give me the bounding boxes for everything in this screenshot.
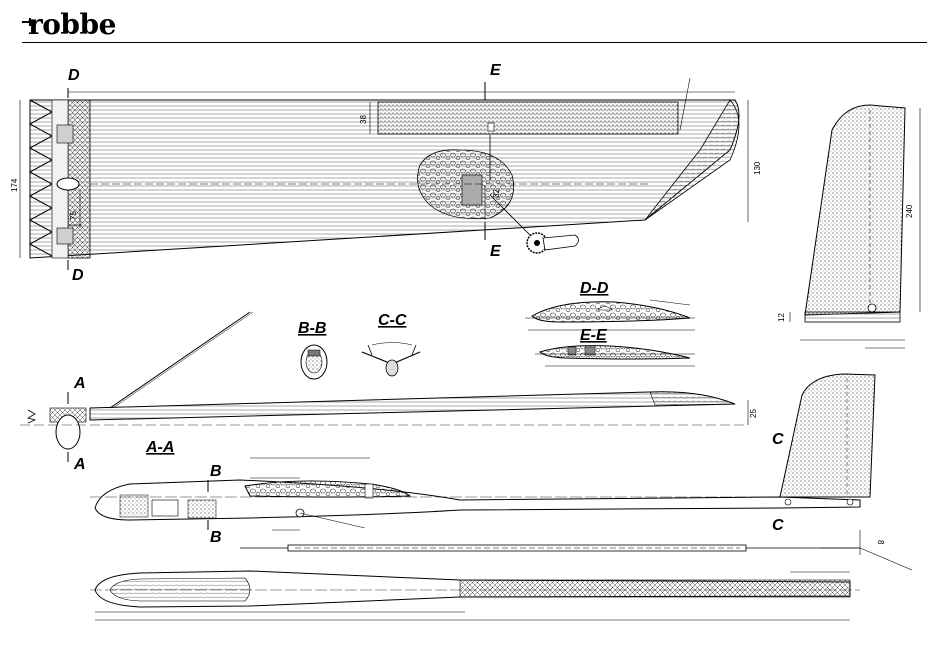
dim-wing-root-chord: 174 [10, 178, 19, 192]
dim-rudder-width: 12 [777, 313, 786, 322]
dim-servo-offset: 32 [492, 189, 501, 198]
section-c-bottom-label: C [772, 517, 784, 534]
section-aa-label: A-A [145, 439, 174, 456]
section-cc-tail [362, 343, 420, 377]
wing-plan-view [20, 78, 748, 270]
section-c-top-label: C [772, 431, 784, 448]
section-ee-airfoil [535, 346, 695, 366]
fuselage-plan-view [90, 571, 860, 620]
fuselage-side-view [90, 458, 860, 530]
section-bb-fuselage [301, 345, 327, 379]
fuselage-top-view [20, 312, 748, 462]
section-e-top-label: E [490, 62, 502, 79]
section-dd-label: D-D [580, 280, 609, 297]
fin-plan-view [790, 105, 920, 348]
section-b-bottom-label: B [210, 529, 222, 546]
section-d-bottom-label: D [72, 267, 84, 284]
fin-side-view [780, 374, 875, 497]
dim-wing-tip-chord: 130 [753, 161, 762, 175]
dim-fin-height: 240 [905, 204, 914, 218]
dim-tail-height: 25 [749, 409, 758, 418]
section-b-top-label: B [210, 463, 222, 480]
section-e-bottom-label: E [490, 243, 502, 260]
section-d-top-label: D [68, 67, 80, 84]
dim-rod: 8 [876, 540, 885, 545]
dim-aileron-width: 38 [359, 115, 368, 124]
section-a-top-label: A [73, 375, 86, 392]
section-cc-label: C-C [378, 312, 407, 329]
section-bb-label: B-B [298, 320, 326, 337]
section-ee-label: E-E [580, 327, 608, 344]
push-rod [240, 530, 912, 570]
section-a-bottom-label: A [73, 456, 86, 473]
dim-spar-offset: 75 [69, 211, 78, 220]
section-dd-airfoil [525, 300, 695, 330]
